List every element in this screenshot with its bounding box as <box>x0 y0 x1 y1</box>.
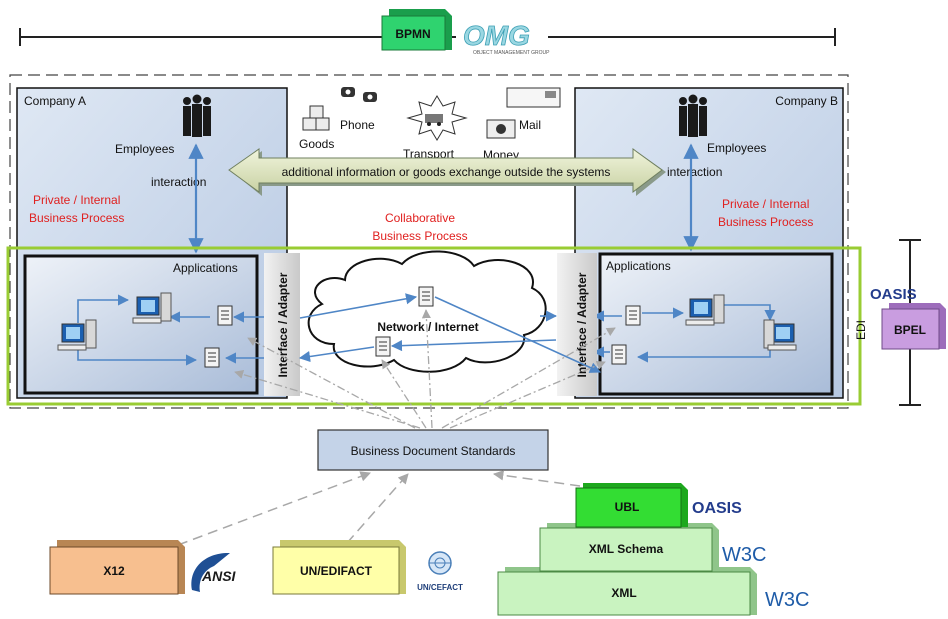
ubl-label: UBL <box>615 500 640 514</box>
ansi-logo-text: ANSI <box>201 568 237 584</box>
bpel-box: BPEL <box>881 303 946 350</box>
goods-label: Goods <box>299 137 334 151</box>
ansi-logo: ANSI <box>191 552 237 592</box>
xml-schema-box: XML Schema <box>539 523 719 572</box>
document-icon <box>204 347 220 368</box>
document-icon <box>375 336 391 357</box>
mail-label: Mail <box>519 118 541 132</box>
company-a-adapter: Interface / Adapter <box>264 253 300 396</box>
company-b-adapter: Interface / Adapter <box>557 253 597 396</box>
unedifact-box: UN/EDIFACT <box>272 540 406 595</box>
company-a-process-line2: Business Process <box>29 211 124 225</box>
goods-icon <box>302 105 330 131</box>
edi-frame <box>6 246 862 406</box>
computer-icon <box>685 294 725 326</box>
phone-label: Phone <box>340 118 375 132</box>
oasis-logo-ubl: OASIS <box>692 500 742 517</box>
company-a-adapter-label: Interface / Adapter <box>276 272 290 377</box>
company-b-interaction: interaction <box>667 165 722 179</box>
standards-to-bds-arrows <box>177 470 581 546</box>
edi-label: EDI <box>854 320 868 340</box>
exchange-arrow: additional information or goods exchange… <box>228 148 666 196</box>
bpmn-label: BPMN <box>395 27 430 41</box>
x12-box: X12 <box>49 540 185 595</box>
company-b-employees: Employees <box>707 141 766 155</box>
computer-icon <box>763 319 797 351</box>
omg-logo-subtext: OBJECT MANAGEMENT GROUP <box>473 50 550 56</box>
employees-icon <box>183 94 211 137</box>
document-icon <box>625 305 641 326</box>
business-document-standards-box: Business Document Standards <box>317 429 549 471</box>
company-a-title: Company A <box>24 94 86 108</box>
company-a-employees: Employees <box>115 142 174 156</box>
company-a-applications: Applications <box>173 261 238 275</box>
bds-label: Business Document Standards <box>351 444 516 458</box>
company-b-adapter-label: Interface / Adapter <box>575 272 589 377</box>
w3c-logo-schema: W3C <box>722 544 766 566</box>
un-emblem-icon <box>428 551 452 575</box>
company-b-process-line2: Business Process <box>718 215 813 229</box>
document-icon <box>217 305 233 326</box>
document-icon <box>418 286 434 307</box>
company-b-applications: Applications <box>606 259 671 273</box>
omg-logo-text: OMG <box>463 20 530 51</box>
transport-icon <box>406 95 468 141</box>
phone-icon <box>341 87 377 102</box>
unedifact-label: UN/EDIFACT <box>300 564 373 578</box>
oasis-logo-bpel: OASIS <box>870 286 917 303</box>
company-b-title: Company B <box>775 94 838 108</box>
computer-icon <box>57 319 97 351</box>
money-icon <box>486 119 516 139</box>
omg-logo: OMG OBJECT MANAGEMENT GROUP <box>456 18 550 56</box>
collab-process-line2: Business Process <box>372 229 467 243</box>
w3c-logo-xml: W3C <box>765 589 809 611</box>
bpel-label: BPEL <box>894 323 926 337</box>
network-label: Network / Internet <box>377 320 478 334</box>
exchange-arrow-label: additional information or goods exchange… <box>282 165 611 179</box>
company-a: Company A Employees interaction Private … <box>16 87 288 399</box>
company-b-process-line1: Private / Internal <box>722 197 809 211</box>
xml-label: XML <box>611 586 636 600</box>
ubl-box: UBL <box>575 483 688 528</box>
standards-reference-arrows <box>234 309 616 429</box>
employees-icon <box>679 94 707 137</box>
uncefact-logo-text: UN/CEFACT <box>417 583 463 592</box>
document-icon <box>611 344 627 365</box>
bpmn-box: BPMN <box>381 9 452 51</box>
company-a-interaction: interaction <box>151 175 206 189</box>
company-a-process-line1: Private / Internal <box>33 193 120 207</box>
network-flows <box>298 293 602 373</box>
computer-icon <box>132 292 172 324</box>
x12-label: X12 <box>103 564 125 578</box>
collab-process-line1: Collaborative <box>385 211 455 225</box>
xml-schema-label: XML Schema <box>589 542 664 556</box>
xml-box: XML <box>497 567 757 616</box>
network-cloud: Network / Internet <box>307 250 547 373</box>
collaboration-frame <box>9 74 849 409</box>
mail-icon <box>506 87 561 108</box>
